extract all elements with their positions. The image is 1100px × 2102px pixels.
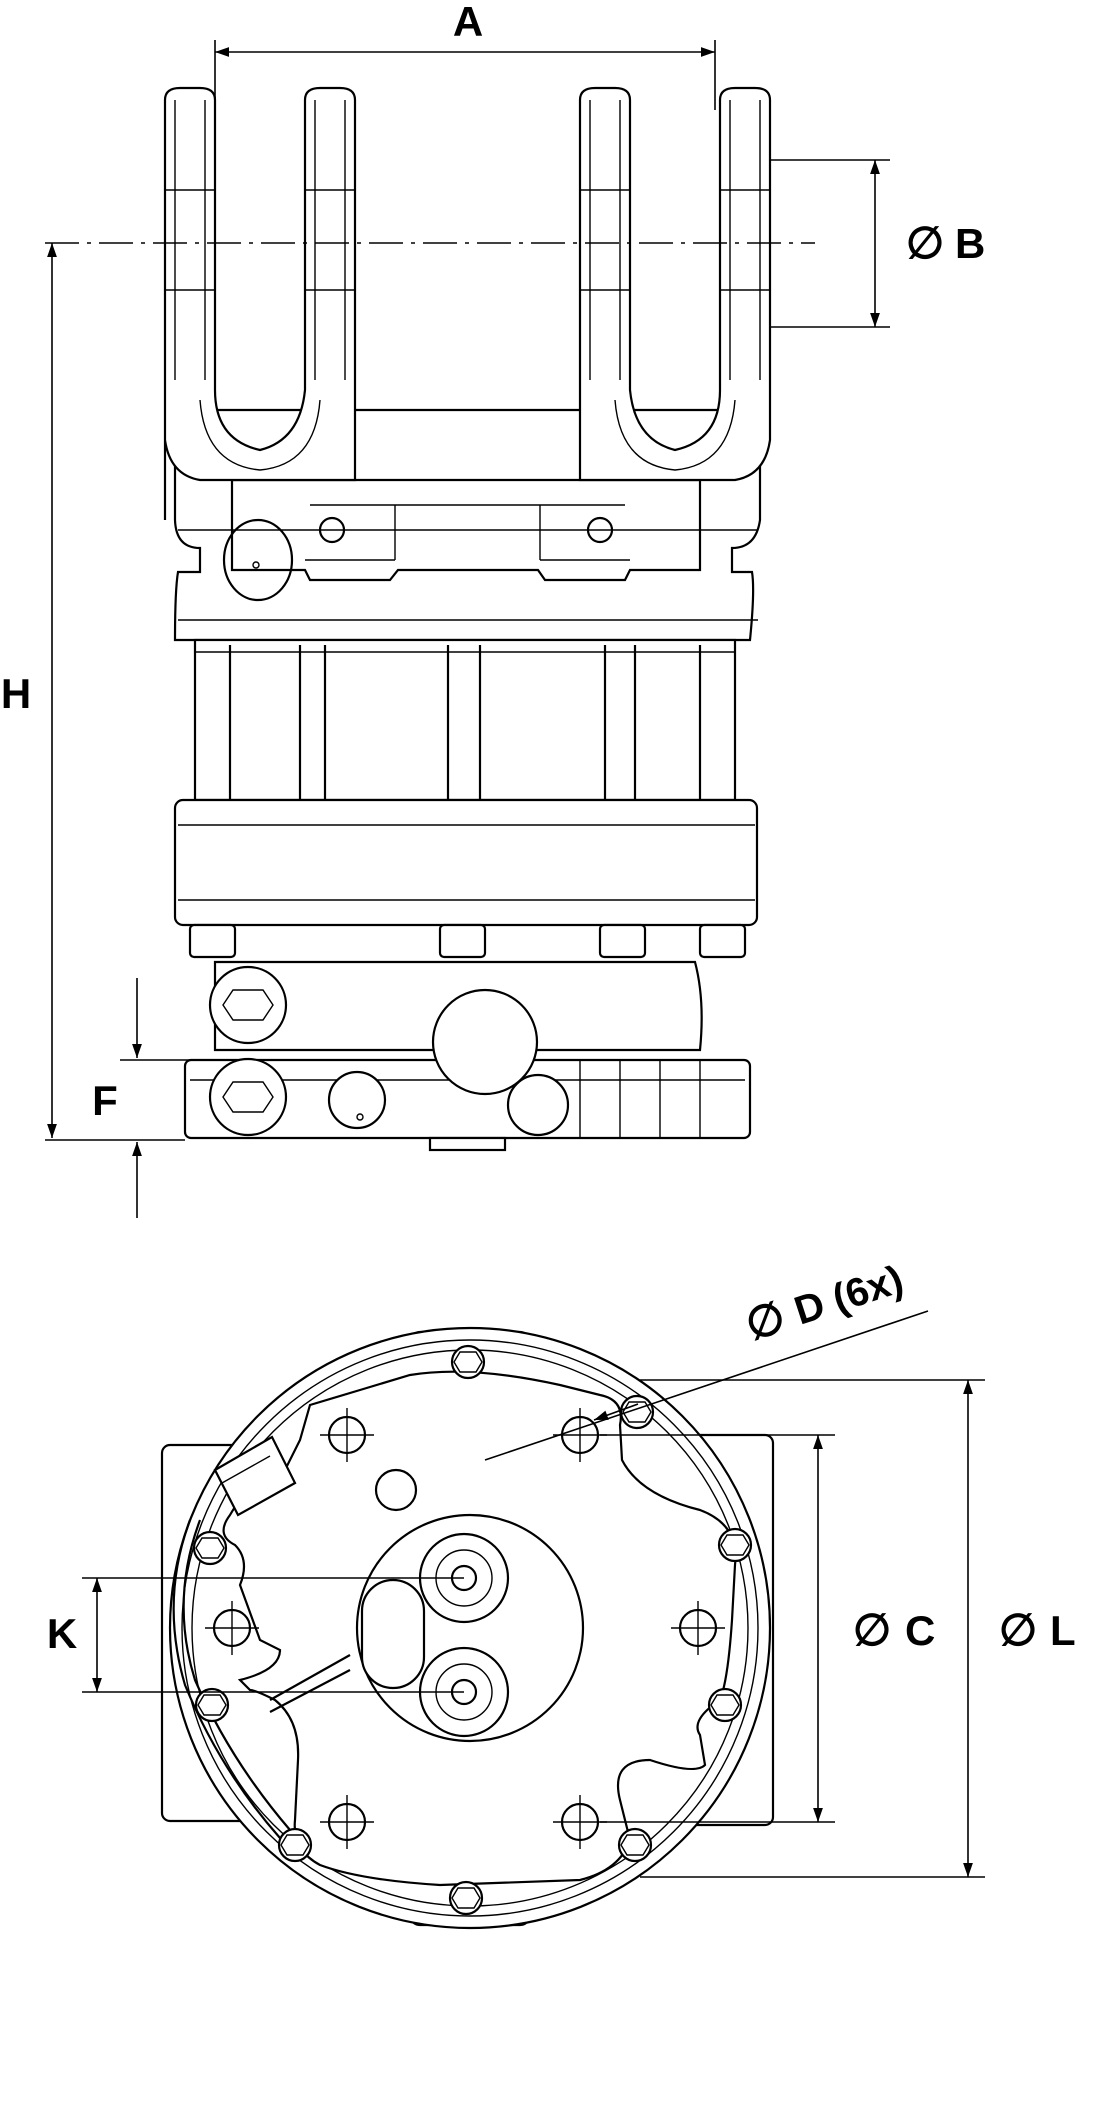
hex-bolt: [707, 1687, 743, 1723]
perimeter-bolts: [192, 1344, 753, 1916]
hex-bolt: [277, 1827, 313, 1863]
mounting-hole: [205, 1601, 259, 1655]
mounting-holes: [205, 1408, 725, 1849]
hydraulic-motor-block: [183, 960, 752, 1152]
diameter-symbol-b: ∅: [906, 219, 944, 268]
dimension-c: ∅ C: [600, 1434, 935, 1823]
diameter-symbol-l: ∅: [999, 1606, 1037, 1655]
dimension-a-label: A: [453, 0, 483, 45]
dimension-l-label: L: [1050, 1607, 1076, 1654]
hex-bolt: [194, 1687, 230, 1723]
bottom-plan-view: ∅ D (6x) ∅ C ∅ L K: [47, 1257, 1076, 1930]
hex-bolt: [619, 1394, 655, 1430]
rotor-columns: [193, 638, 737, 802]
dimension-c-label: C: [905, 1607, 935, 1654]
hex-bolt: [450, 1344, 486, 1380]
center-slot: [360, 1578, 426, 1690]
mounting-hole: [553, 1408, 607, 1462]
dimension-f: F: [92, 978, 190, 1218]
side-elevation-view: A ∅ B H F: [1, 0, 985, 1218]
dimension-l: ∅ L: [640, 1379, 1076, 1878]
diameter-symbol-d: ∅: [740, 1292, 792, 1350]
yoke-forks: [163, 86, 772, 520]
dimension-f-label: F: [92, 1077, 118, 1124]
dimension-h: H: [1, 243, 185, 1141]
hex-bolt: [192, 1530, 228, 1566]
small-port: [374, 1468, 418, 1512]
mounting-hole: [320, 1408, 374, 1462]
mounting-hole: [553, 1795, 607, 1849]
diameter-symbol-c: ∅: [853, 1606, 891, 1655]
motor-flange: [173, 798, 759, 959]
dimension-k-label: K: [47, 1610, 77, 1657]
dimension-h-label: H: [1, 670, 31, 717]
hose-clamp: [213, 1435, 297, 1517]
dimension-d-label: D (6x): [789, 1257, 908, 1333]
dimension-b-label: B: [955, 220, 985, 267]
mounting-hole: [671, 1601, 725, 1655]
yoke-housing: [173, 408, 762, 642]
central-rotor: [355, 1513, 585, 1743]
dimension-b: ∅ B: [770, 159, 985, 328]
hex-bolt: [617, 1827, 653, 1863]
mounting-hole: [320, 1795, 374, 1849]
hex-bolt: [448, 1880, 484, 1916]
dimension-a: A: [214, 0, 716, 110]
dimension-k: K: [47, 1577, 464, 1693]
hex-bolt: [717, 1527, 753, 1563]
